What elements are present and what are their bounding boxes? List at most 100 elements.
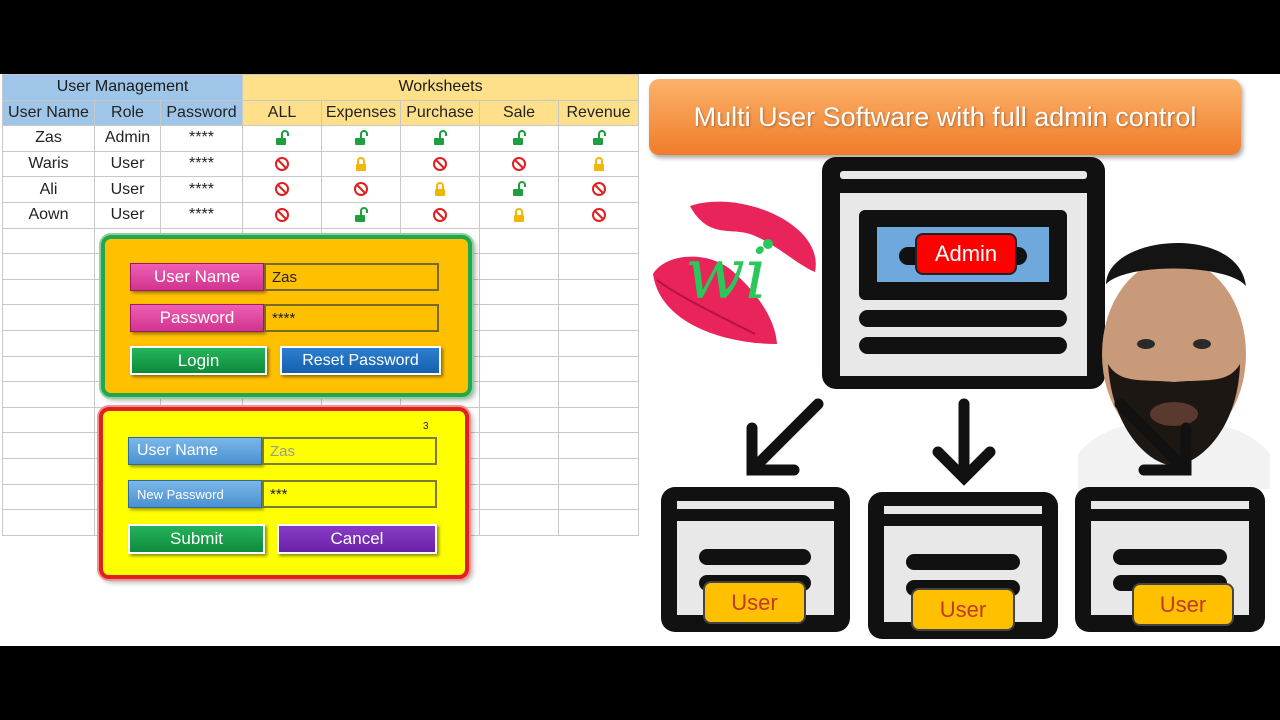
cell[interactable] bbox=[558, 355, 640, 383]
unlocked-padlock-icon bbox=[276, 130, 290, 146]
cancel-button[interactable]: Cancel bbox=[277, 524, 437, 554]
cell-permission[interactable] bbox=[321, 125, 402, 152]
cell[interactable] bbox=[2, 329, 95, 357]
cell-password[interactable]: **** bbox=[159, 176, 244, 203]
cell-permission[interactable] bbox=[400, 201, 481, 229]
username-label: User Name bbox=[128, 437, 262, 465]
unlocked-padlock-icon bbox=[513, 130, 527, 146]
cell[interactable] bbox=[2, 432, 95, 459]
no-access-icon bbox=[591, 182, 606, 197]
no-access-icon bbox=[275, 182, 290, 197]
password-field[interactable]: **** bbox=[264, 304, 439, 332]
no-access-icon bbox=[591, 208, 606, 223]
user-label-2: User bbox=[911, 588, 1015, 631]
cell[interactable] bbox=[479, 483, 560, 511]
user-screen-1: User bbox=[661, 487, 850, 632]
cell[interactable] bbox=[479, 509, 560, 536]
locked-padlock-icon bbox=[356, 156, 367, 171]
username-field[interactable]: Zas bbox=[262, 437, 437, 465]
cell[interactable] bbox=[2, 278, 95, 306]
cell-permission[interactable] bbox=[558, 150, 640, 178]
locked-padlock-icon bbox=[514, 208, 525, 223]
cell-user-name[interactable]: Zas bbox=[2, 125, 95, 152]
cell-permission[interactable] bbox=[321, 150, 402, 178]
cell-permission[interactable] bbox=[479, 150, 560, 178]
cell[interactable] bbox=[558, 304, 640, 331]
submit-button[interactable]: Submit bbox=[128, 524, 265, 554]
cell[interactable] bbox=[558, 457, 640, 485]
new-password-field[interactable]: *** bbox=[262, 480, 437, 508]
cell[interactable] bbox=[479, 227, 560, 255]
cell[interactable] bbox=[558, 509, 640, 536]
cell[interactable] bbox=[558, 381, 640, 408]
cell-permission[interactable] bbox=[479, 201, 560, 229]
column-header: ALL bbox=[242, 99, 323, 127]
user-label-3: User bbox=[1132, 583, 1234, 626]
cell[interactable] bbox=[558, 278, 640, 306]
cell[interactable] bbox=[558, 329, 640, 357]
admin-screen: Admin bbox=[822, 157, 1105, 389]
arrow-down-icon bbox=[932, 398, 996, 486]
cell-user-name[interactable]: Aown bbox=[2, 201, 95, 229]
cell[interactable] bbox=[479, 304, 560, 331]
cell-permission[interactable] bbox=[558, 201, 640, 229]
reset-password-form: 3 User Name Zas New Password *** Submit … bbox=[99, 407, 469, 579]
cell-permission[interactable] bbox=[242, 176, 323, 203]
reset-password-button[interactable]: Reset Password bbox=[280, 346, 441, 375]
cell[interactable] bbox=[558, 406, 640, 434]
cell[interactable] bbox=[479, 278, 560, 306]
cell-user-name[interactable]: Ali bbox=[2, 176, 95, 203]
cell[interactable] bbox=[479, 432, 560, 459]
unlocked-padlock-icon bbox=[592, 130, 606, 146]
cell[interactable] bbox=[479, 329, 560, 357]
cell-permission[interactable] bbox=[242, 150, 323, 178]
login-form: User Name Zas Password **** Login Reset … bbox=[101, 235, 472, 397]
unlocked-padlock-icon bbox=[355, 130, 369, 146]
cell-user-name[interactable]: Waris bbox=[2, 150, 95, 178]
cell-permission[interactable] bbox=[558, 176, 640, 203]
cell[interactable] bbox=[2, 304, 95, 331]
cell[interactable] bbox=[2, 381, 95, 408]
cell[interactable] bbox=[479, 355, 560, 383]
cell-permission[interactable] bbox=[242, 125, 323, 152]
cell[interactable] bbox=[558, 227, 640, 255]
username-field[interactable]: Zas bbox=[264, 263, 439, 291]
cell-permission[interactable] bbox=[321, 176, 402, 203]
cell[interactable] bbox=[558, 483, 640, 511]
cell[interactable] bbox=[2, 509, 95, 536]
no-access-icon bbox=[275, 156, 290, 171]
cell-permission[interactable] bbox=[479, 176, 560, 203]
locked-padlock-icon bbox=[593, 156, 604, 171]
cell[interactable] bbox=[558, 253, 640, 280]
cell[interactable] bbox=[479, 406, 560, 434]
cell-permission[interactable] bbox=[242, 201, 323, 229]
cell-password[interactable]: **** bbox=[159, 201, 244, 229]
cell[interactable] bbox=[2, 355, 95, 383]
no-access-icon bbox=[354, 182, 369, 197]
column-header: Expenses bbox=[321, 99, 402, 127]
login-button[interactable]: Login bbox=[130, 346, 267, 375]
cell[interactable] bbox=[558, 432, 640, 459]
cell[interactable] bbox=[479, 381, 560, 408]
cell[interactable] bbox=[2, 457, 95, 485]
arrows bbox=[746, 398, 1192, 486]
cell-permission[interactable] bbox=[400, 176, 481, 203]
cell[interactable] bbox=[2, 253, 95, 280]
cell[interactable] bbox=[479, 253, 560, 280]
cell-password[interactable]: **** bbox=[159, 125, 244, 152]
cell-role[interactable]: Admin bbox=[94, 125, 161, 152]
cell-permission[interactable] bbox=[400, 125, 481, 152]
cell[interactable] bbox=[2, 227, 95, 255]
cell-permission[interactable] bbox=[558, 125, 640, 152]
cell[interactable] bbox=[2, 406, 95, 434]
cell-role[interactable]: User bbox=[94, 176, 161, 203]
cell[interactable] bbox=[479, 457, 560, 485]
cell-permission[interactable] bbox=[479, 125, 560, 152]
cell-permission[interactable] bbox=[400, 150, 481, 178]
cell-permission[interactable] bbox=[321, 201, 402, 229]
cell[interactable] bbox=[2, 483, 95, 511]
cell-role[interactable]: User bbox=[94, 201, 161, 229]
cell-role[interactable]: User bbox=[94, 150, 161, 178]
cell-password[interactable]: **** bbox=[159, 150, 244, 178]
